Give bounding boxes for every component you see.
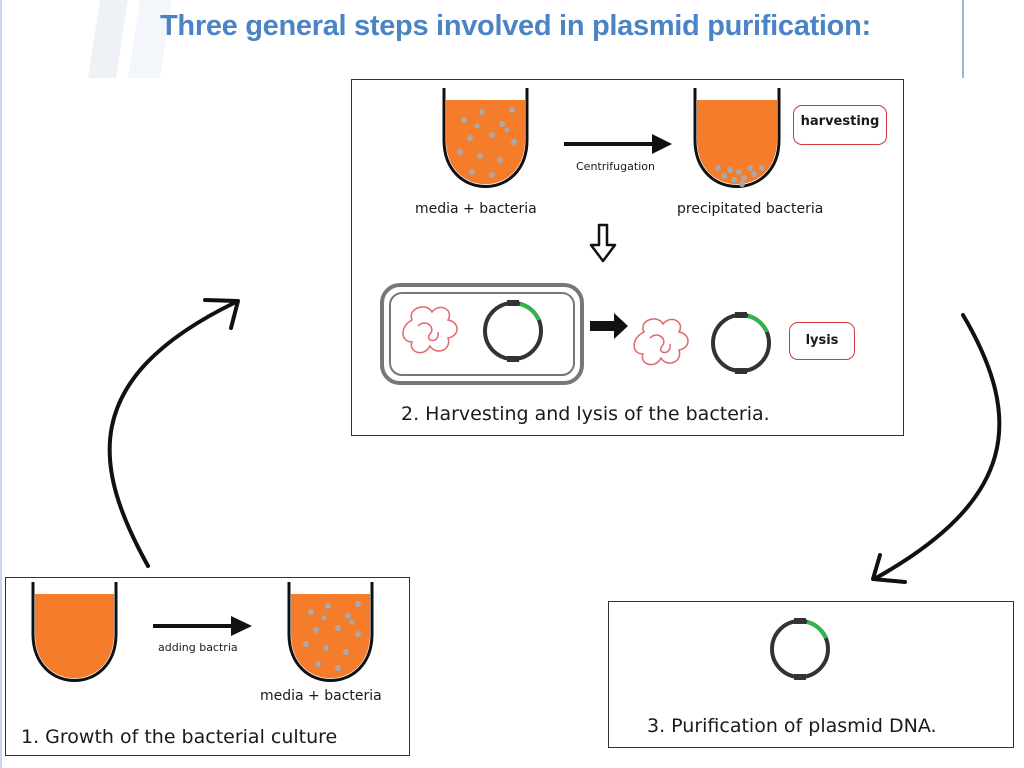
- title-decoration: [88, 0, 172, 78]
- adding-bacteria-arrow: [153, 616, 252, 636]
- slide-left-edge: [0, 0, 2, 768]
- bacterial-cell: [380, 283, 584, 385]
- step3-caption: 3. Purification of plasmid DNA.: [647, 715, 937, 737]
- step3-illustration: [770, 618, 830, 680]
- label-media-bacteria: media + bacteria: [415, 201, 537, 217]
- tube-precipitated-bacteria: [693, 88, 781, 188]
- tube-media-bacteria-step1: [287, 582, 374, 682]
- genomic-dna-in-cell: [402, 306, 458, 354]
- arrowhead-step2-to-step3: [871, 553, 907, 584]
- slide-right-edge: [962, 0, 964, 78]
- slide-title: Three general steps involved in plasmid …: [160, 10, 871, 42]
- label-media-bacteria-step1: media + bacteria: [260, 688, 382, 704]
- label-adding-bacteria: adding bactria: [158, 641, 238, 654]
- lysis-arrow: [590, 313, 628, 339]
- down-arrow-hollow: [589, 223, 617, 263]
- step1-panel: adding bactria media + bacteria 1. Growt…: [5, 577, 410, 756]
- centrifugation-arrow: [564, 134, 672, 154]
- step1-illustration: [31, 582, 374, 682]
- purified-plasmid: [770, 618, 830, 680]
- arrow-step1-to-step2: [107, 300, 238, 568]
- step2-illustration: [380, 88, 781, 385]
- label-precipitated-bacteria: precipitated bacteria: [677, 201, 824, 217]
- arrowhead-step1-to-step2: [203, 298, 240, 330]
- genomic-dna-released: [633, 318, 689, 366]
- plasmid-released: [711, 312, 771, 374]
- tag-lysis: lysis: [789, 322, 855, 360]
- step1-caption: 1. Growth of the bacterial culture: [21, 726, 338, 748]
- step2-panel: media + bacteria Centrifugation precipit…: [351, 79, 904, 436]
- arrow-step2-to-step3: [874, 313, 1002, 580]
- step2-caption: 2. Harvesting and lysis of the bacteria.: [401, 403, 770, 425]
- step3-panel: 3. Purification of plasmid DNA.: [608, 601, 1014, 748]
- tube-media: [31, 582, 118, 682]
- tag-harvesting: harvesting: [793, 105, 887, 145]
- label-centrifugation: Centrifugation: [576, 160, 655, 173]
- tube-media-bacteria: [442, 88, 529, 188]
